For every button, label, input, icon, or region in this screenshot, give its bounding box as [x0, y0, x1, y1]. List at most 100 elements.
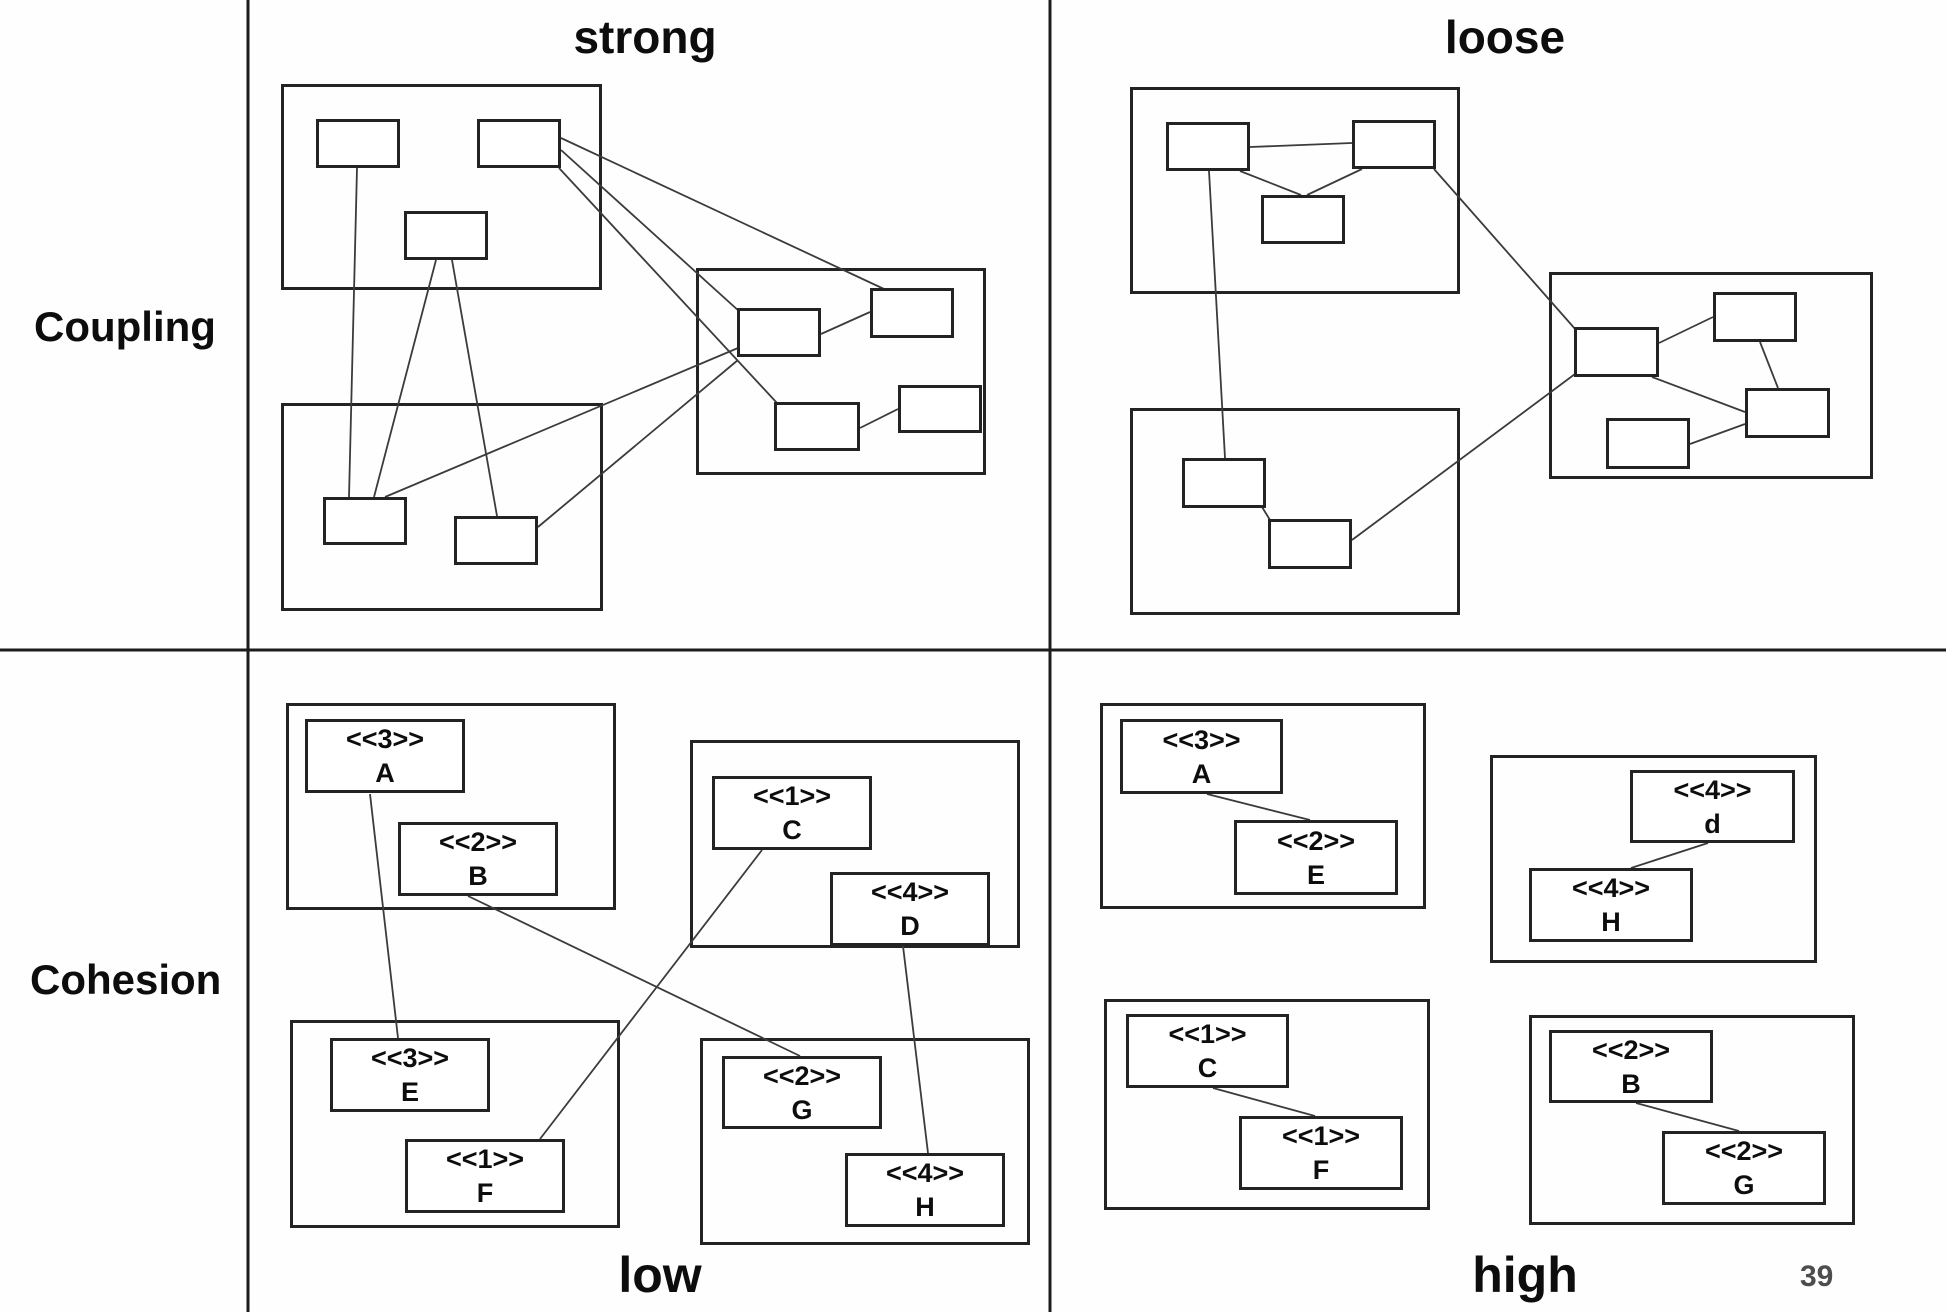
- connector-line: [1651, 376, 1746, 413]
- element-letter: d: [1704, 808, 1721, 839]
- row-label-coupling: Coupling: [34, 303, 216, 350]
- low-cohesion-module-4: [700, 1038, 1030, 1245]
- element-letter: E: [1306, 859, 1325, 890]
- connector-line: [369, 793, 399, 1039]
- component-box: [1182, 458, 1266, 508]
- component-box: [1574, 327, 1659, 377]
- connector-line: [1249, 142, 1353, 148]
- element-box-high-B: <<2>> B: [1549, 1030, 1713, 1103]
- stereotype-label: <<4>>: [1571, 873, 1651, 903]
- element-box-low-E: <<3>> E: [330, 1038, 490, 1112]
- element-letter: A: [375, 758, 395, 788]
- stereotype-label: <<2>>: [762, 1060, 842, 1091]
- low-cohesion-module-2: [690, 740, 1020, 948]
- high-cohesion-module-2: [1490, 755, 1817, 963]
- component-box: [870, 288, 954, 338]
- component-box: [1261, 195, 1345, 244]
- connector-line: [1261, 506, 1271, 521]
- low-cohesion-wires: [369, 793, 929, 1154]
- stereotype-label: <<2>>: [438, 827, 518, 857]
- stereotype-label: <<3>>: [1162, 724, 1241, 755]
- component-box: [774, 402, 860, 451]
- connector-line: [1351, 373, 1576, 541]
- element-letter: C: [1197, 1053, 1218, 1083]
- component-box: [737, 308, 821, 357]
- element-letter: D: [900, 911, 920, 941]
- element-box-low-H: <<4>> H: [845, 1153, 1005, 1227]
- element-box-high-C: <<1>> C: [1126, 1014, 1289, 1088]
- loose-coupling-wires: [1208, 142, 1779, 541]
- stereotype-label: <<1>>: [445, 1144, 525, 1174]
- column-label-low: low: [618, 1247, 702, 1303]
- component-box: [404, 211, 488, 260]
- connector-line: [902, 945, 929, 1154]
- loose-module-3: [1549, 272, 1873, 479]
- element-box-low-C: <<1>> C: [712, 776, 872, 850]
- connector-line: [1658, 316, 1714, 344]
- stereotype-label: <<2>>: [1276, 825, 1356, 856]
- element-box-high-E: <<2>> E: [1234, 820, 1398, 895]
- element-letter: C: [782, 815, 802, 845]
- column-label-high: high: [1472, 1247, 1578, 1303]
- connector-line: [1306, 168, 1363, 196]
- strong-module-1: [281, 84, 602, 290]
- stereotype-label: <<4>>: [870, 877, 950, 907]
- connector-line: [537, 359, 739, 528]
- high-cohesion-module-4: [1529, 1015, 1855, 1225]
- stereotype-label: <<4>>: [1673, 774, 1752, 805]
- connector-line: [1206, 793, 1311, 821]
- connector-line: [373, 259, 437, 498]
- element-letter: A: [1191, 758, 1212, 789]
- connector-line: [1689, 423, 1746, 445]
- element-box-low-D: <<4>> D: [830, 872, 990, 946]
- component-box: [1352, 120, 1436, 169]
- connector-line: [1759, 341, 1779, 389]
- element-letter: G: [791, 1094, 813, 1125]
- component-box: [316, 119, 400, 168]
- element-letter: H: [915, 1192, 935, 1222]
- element-box-high-H: <<4>> H: [1529, 868, 1693, 942]
- low-cohesion-module-3: [290, 1020, 620, 1228]
- component-box: [1713, 292, 1797, 342]
- connector-line: [467, 895, 801, 1057]
- connector-line: [560, 149, 741, 313]
- component-box: [477, 119, 561, 168]
- component-box: [323, 497, 407, 545]
- component-box: [1745, 388, 1830, 438]
- element-box-high-G: <<2>> G: [1662, 1131, 1826, 1205]
- loose-module-2: [1130, 408, 1460, 615]
- element-box-high-A: <<3>> A: [1120, 719, 1283, 794]
- high-cohesion-wires: [1206, 793, 1740, 1132]
- high-cohesion-module-3: [1104, 999, 1430, 1210]
- component-box: [1166, 122, 1250, 171]
- stereotype-label: <<1>>: [1281, 1121, 1361, 1151]
- row-label-cohesion: Cohesion: [30, 956, 222, 1003]
- element-box-low-B: <<2>> B: [398, 822, 558, 896]
- connector-line: [348, 167, 358, 498]
- connector-line: [1635, 1102, 1740, 1132]
- element-letter: F: [476, 1178, 494, 1208]
- stereotype-label: <<2>>: [1704, 1136, 1784, 1166]
- element-box-low-A: <<3>> A: [305, 719, 465, 793]
- element-box-low-G: <<2>> G: [722, 1056, 882, 1129]
- connector-line: [1208, 170, 1226, 459]
- strong-module-2: [281, 403, 603, 611]
- element-letter: F: [1312, 1155, 1330, 1185]
- high-cohesion-module-1: [1100, 703, 1426, 909]
- component-box: [1268, 519, 1352, 569]
- element-box-high-F: <<1>> F: [1239, 1116, 1403, 1190]
- connector-line: [1212, 1087, 1316, 1117]
- connector-line: [1239, 170, 1302, 196]
- stereotype-label: <<4>>: [885, 1158, 965, 1188]
- component-box: [454, 516, 538, 565]
- connector-line: [539, 849, 763, 1140]
- column-label-strong: strong: [573, 11, 717, 63]
- connector-line: [384, 347, 739, 498]
- column-label-loose: loose: [1444, 11, 1566, 63]
- element-letter: B: [1621, 1068, 1641, 1099]
- component-box: [1606, 418, 1690, 469]
- element-letter: H: [1601, 907, 1621, 937]
- stereotype-label: <<3>>: [370, 1043, 450, 1073]
